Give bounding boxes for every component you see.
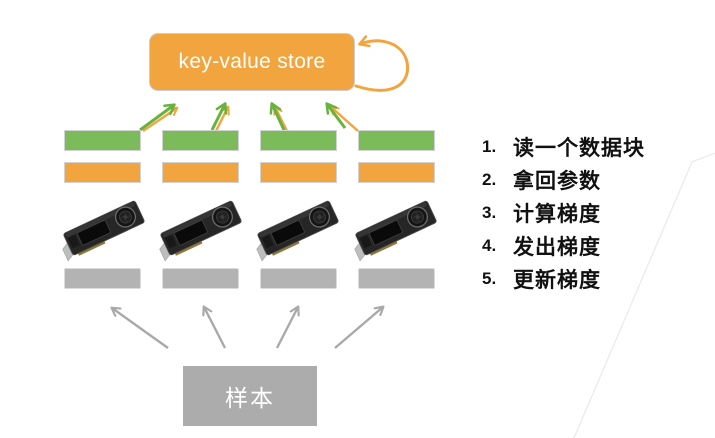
gpu-card-icon [56,199,147,262]
step-text: 更新梯度 [513,268,601,292]
push-gradient-arrow [210,102,228,131]
kv-store-self-loop-arrow [354,35,410,92]
step-number: 5. [482,268,497,288]
worker-green-bar [162,130,239,151]
worker-green-bar [260,130,337,151]
step-text: 读一个数据块 [513,136,645,160]
step-item: 2. 拿回参数 [482,163,645,196]
sample-label: 样本 [225,385,275,411]
background-diagonal-line [573,152,715,438]
step-item: 1. 读一个数据块 [482,130,645,163]
gpu-card-icon [153,199,244,262]
steps-list: 1. 读一个数据块 2. 拿回参数 3. 计算梯度 4. 发出梯度 5. 更新梯… [482,130,645,295]
step-number: 1. [482,136,497,156]
step-item: 3. 计算梯度 [482,196,645,229]
step-text: 发出梯度 [513,235,601,259]
worker-green-bar [64,130,141,151]
gpu-card-icon [250,199,341,262]
step-number: 2. [482,169,497,189]
worker-gray-bar [260,268,337,289]
push-gradient-arrow [269,102,286,131]
worker-orange-bar [64,162,141,183]
sample-box: 样本 [183,366,317,426]
worker-orange-bar [260,162,337,183]
worker-orange-bar [358,162,435,183]
gpu-card-icon [348,199,439,262]
step-item: 4. 发出梯度 [482,229,645,262]
push-gradient-arrow [139,103,176,132]
sample-dispatch-arrow [202,305,227,349]
key-value-store-box: key-value store [149,33,355,91]
sample-dispatch-arrow [334,305,385,349]
pull-params-arrow [142,106,179,132]
sample-dispatch-arrow [110,306,169,349]
step-item: 5. 更新梯度 [482,262,645,295]
worker-gray-bar [64,268,141,289]
step-number: 3. [482,202,497,222]
push-gradient-arrow [325,102,347,129]
step-text: 拿回参数 [513,169,601,193]
worker-green-bar [358,130,435,151]
worker-gray-bar [162,268,239,289]
step-text: 计算梯度 [513,202,601,226]
worker-orange-bar [162,162,239,183]
sample-dispatch-arrow [275,305,300,349]
step-number: 4. [482,235,497,255]
key-value-store-label: key-value store [178,50,326,73]
worker-gray-bar [358,268,435,289]
pull-params-arrow [273,105,289,132]
